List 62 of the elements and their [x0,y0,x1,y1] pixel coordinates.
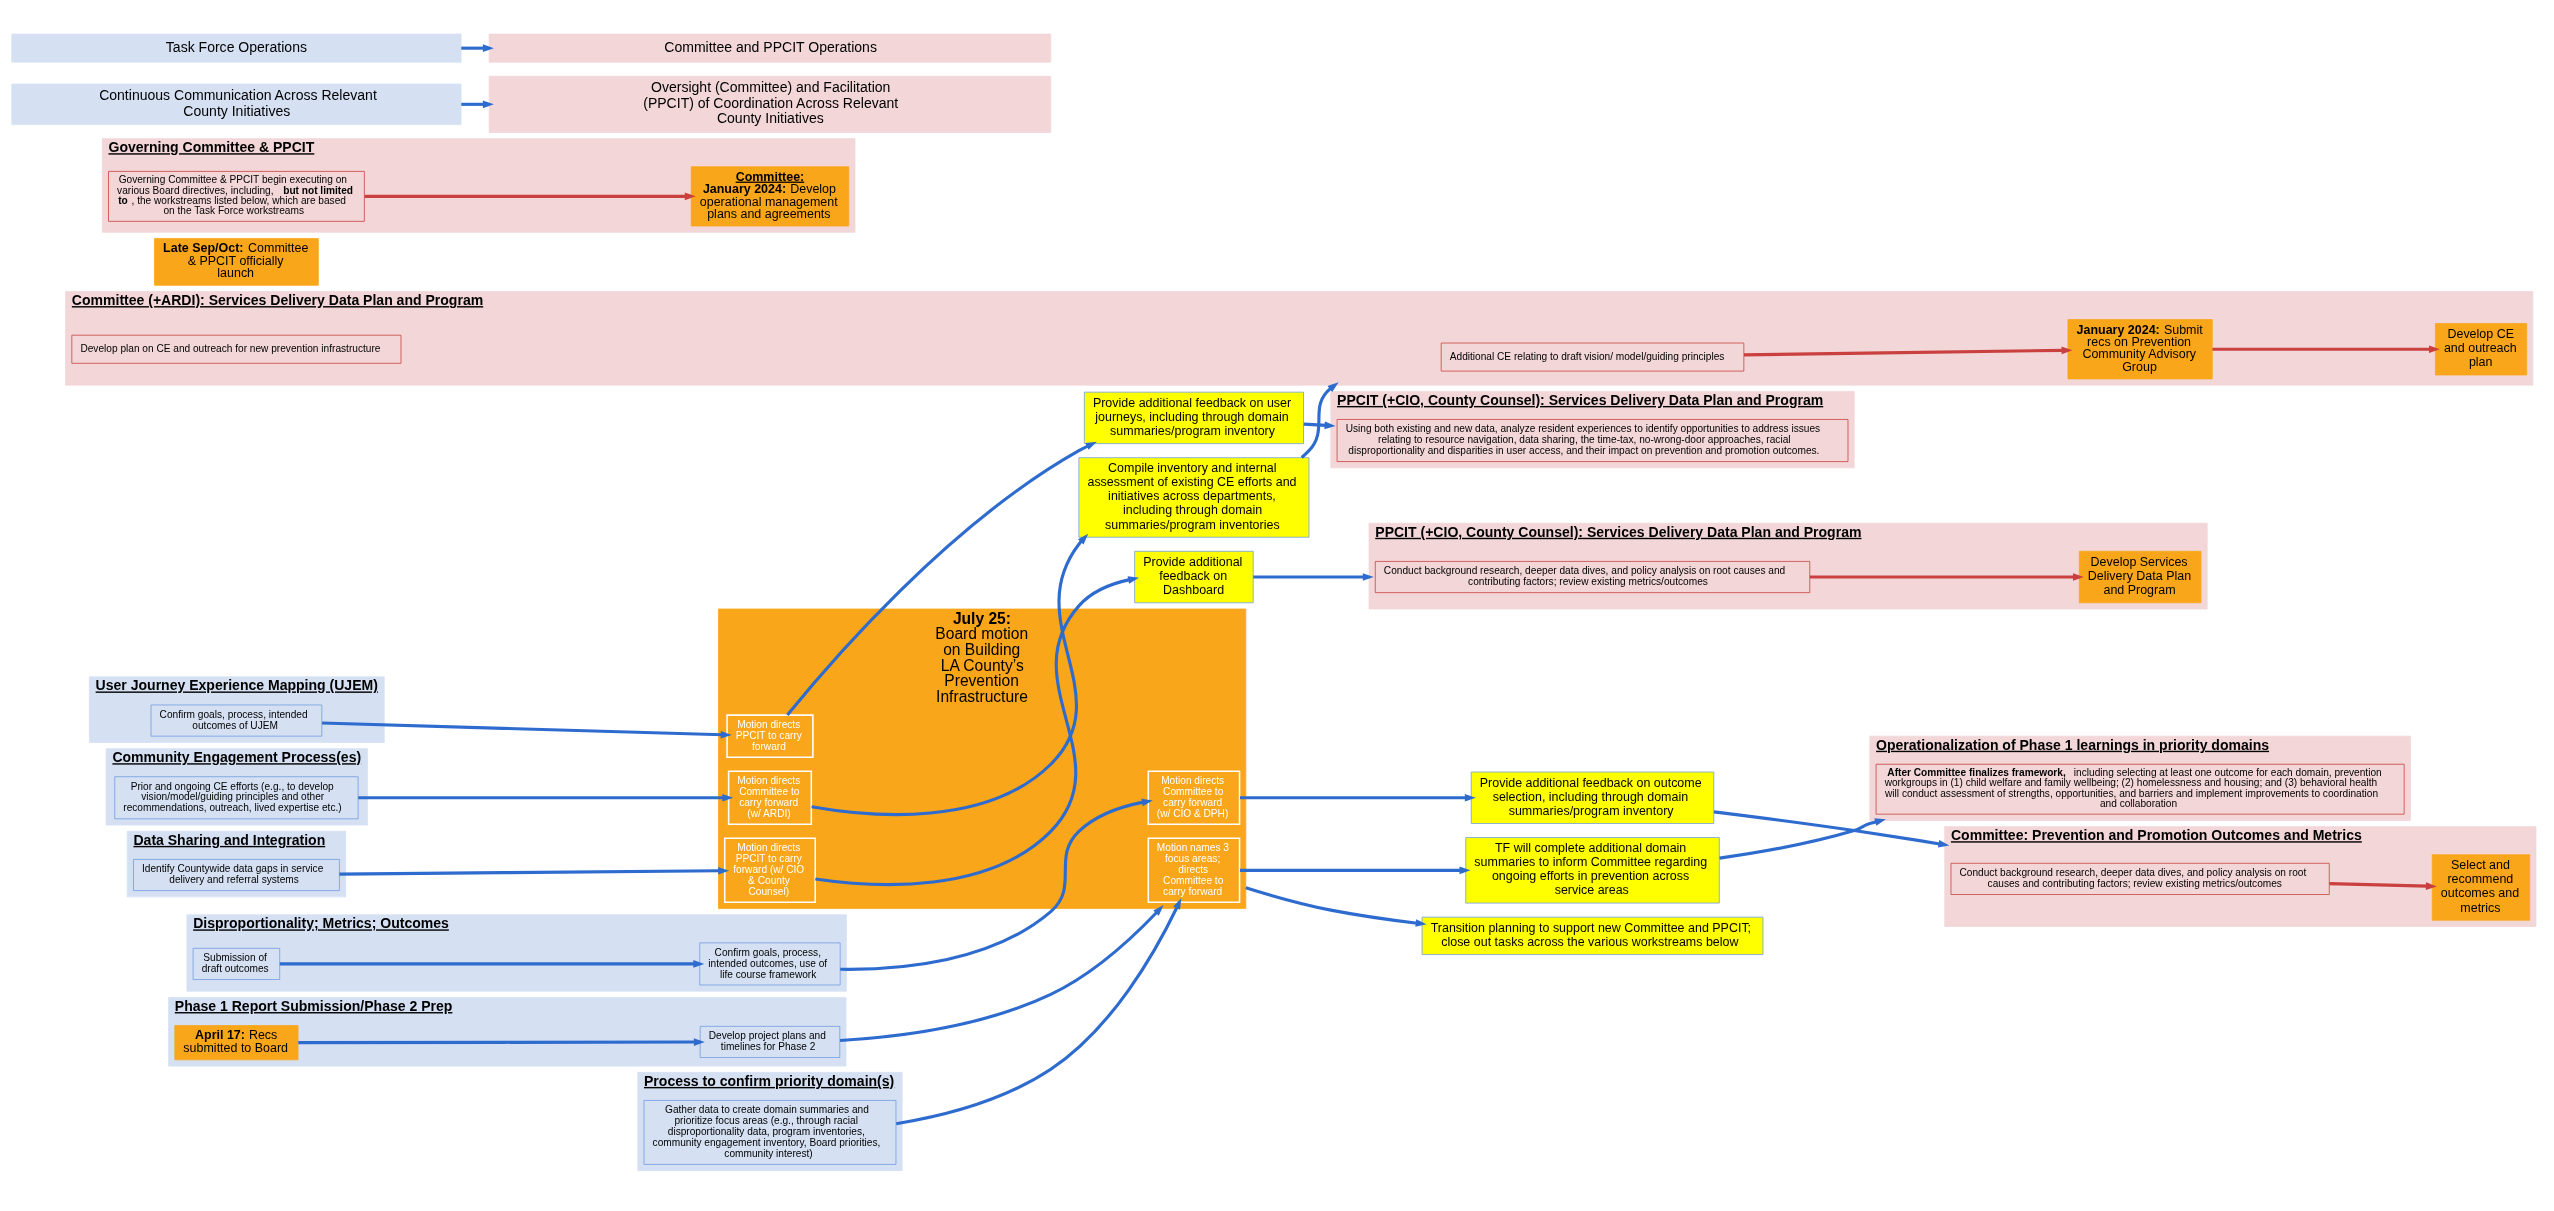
node-box: Confirm goals, process, intended outcomes, use of life course framework [699,942,841,986]
arrow [298,1038,705,1046]
arrow [1300,382,1339,459]
arrow [1713,810,1950,848]
node-box: Motion directs PPCIT to carry forward (w/ CIO & County Counsel) [723,837,816,904]
node-box: Provide additional feedback on outcome selection, including through domain summaries/program inventory [1470,771,1715,824]
node-box: Prior and ongoing CE efforts (e.g., to develop vision/model/guiding principles and other recommendations, outreach, lived expertise etc.) [114,776,359,820]
node-box: Conduct background research, deeper data dives, and policy analysis on root causes and contributing factors; review existing metrics/outcomes [1950,862,2330,895]
node-box: Committee: January 2024: Develop operational management plans and agreements [690,166,850,227]
arrow [1253,573,1374,581]
node-box: Motion directs Committee to carry forward (w/ CIO & DPH) [1147,770,1241,826]
arrow [1239,866,1471,875]
arrow [1743,346,2073,357]
node-box: TF will complete additional domain summaries to inform Committee regarding ongoing efforts in prevention across service areas [1465,837,1720,904]
node-box: Transition planning to support new Committee and PPCIT; close out tasks across the various workstreams below [1421,916,1764,955]
node-box: Develop CE and outreach plan [2434,323,2527,376]
node-box: Compile inventory and internal assessment of existing CE efforts and initiatives across departments, including through domain summaries/program inventories [1078,457,1310,538]
node-box: Submission of draft outcomes [192,947,281,980]
arrow [1719,818,1886,860]
node-box: Gather data to create domain summaries and prioritize focus areas (e.g., through racial disproportionality data, program inventories, community engagement inventory, Board priorities, community interest) [643,1100,897,1165]
arrow [339,866,730,876]
node-box: Conduct background research, deeper data dives, and policy analysis on root causes and contributing factors; review existing metrics/outcomes [1374,561,1811,593]
node-box: Provide additional feedback on Dashboard [1134,550,1254,604]
node-box: Continuous Communication Across Relevant County Initiatives [11,83,462,125]
node-box: Select and recommend outcomes and metrics [2431,854,2531,921]
arrow [1809,573,2084,581]
arrow [895,898,1182,1126]
node-box: Committee and PPCIT Operations [488,33,1052,63]
node-box: Motion directs PPCIT to carry forward [726,714,814,758]
arrow [1303,421,1336,430]
arrow [461,100,494,109]
node-box: Using both existing and new data, analyze resident experiences to identify opportunities to address issues relating to resource navigation, data sharing, the time-tax, no-wrong-door approaches, racial disproportionality and disparities in user access, and their impact on prevention and promotion outcomes. [1336,419,1849,462]
node-box: Identify Countywide data gaps in service delivery and referral systems [133,859,340,891]
node-box: Late Sep/Oct: Committee & PPCIT officially launch [154,238,319,286]
arrow [840,798,1153,971]
arrow [322,721,732,739]
arrow [364,192,696,201]
node-box: April 17: Recs submitted to Board [174,1025,299,1061]
node-box: Oversight (Committee) and Facilitation (PPCIT) of Coordination Across Relevant County Initiatives [488,75,1052,133]
node-box: Develop plan on CE and outreach for new prevention infrastructure [71,334,402,364]
node-box: January 2024: Submit recs on Prevention Community Advisory Group [2067,319,2213,380]
node-box: Develop project plans and timelines for Phase 2 [699,1025,841,1058]
arrow [1245,886,1427,927]
node-box: Motion directs Committee to carry forward (w/ ARDI) [727,770,813,826]
node-box: After Committee finalizes framework, including selecting at least one outcome for each domain, prevention workgroups in (1) child welfare and family wellbeing; (2) homelessness and housing; and (3) behavioral health will conduct assessment of strengths, opportunities, and barriers and implement improvements to coordination and collaboration [1875,763,2405,815]
node-box: Motion names 3 focus areas; directs Committee to carry forward [1147,837,1241,904]
node-box: Develop Services Delivery Data Plan and Program [2078,550,2202,604]
arrow [2329,882,2437,890]
arrow [811,533,1089,816]
node-box: Confirm goals, process, intended outcomes of UJEM [150,704,323,737]
arrow [461,44,494,52]
node-box: Additional CE relating to draft vision/ model/guiding principles [1440,342,1745,372]
arrow [786,441,1097,717]
node-box: Provide additional feedback on user journeys, including through domain summaries/program inventory [1083,391,1304,445]
arrow [1239,793,1476,802]
arrow [358,793,734,802]
arrow [839,905,1164,1043]
node-box: Governing Committee & PPCIT begin executing on various Board directives, including, but not limited to, the workstreams listed below, which are based on the Task Force workstreams [108,171,365,222]
node-box: Task Force Operations [11,33,462,63]
arrow [279,960,705,968]
arrow [815,576,1140,887]
arrow [2212,345,2440,354]
